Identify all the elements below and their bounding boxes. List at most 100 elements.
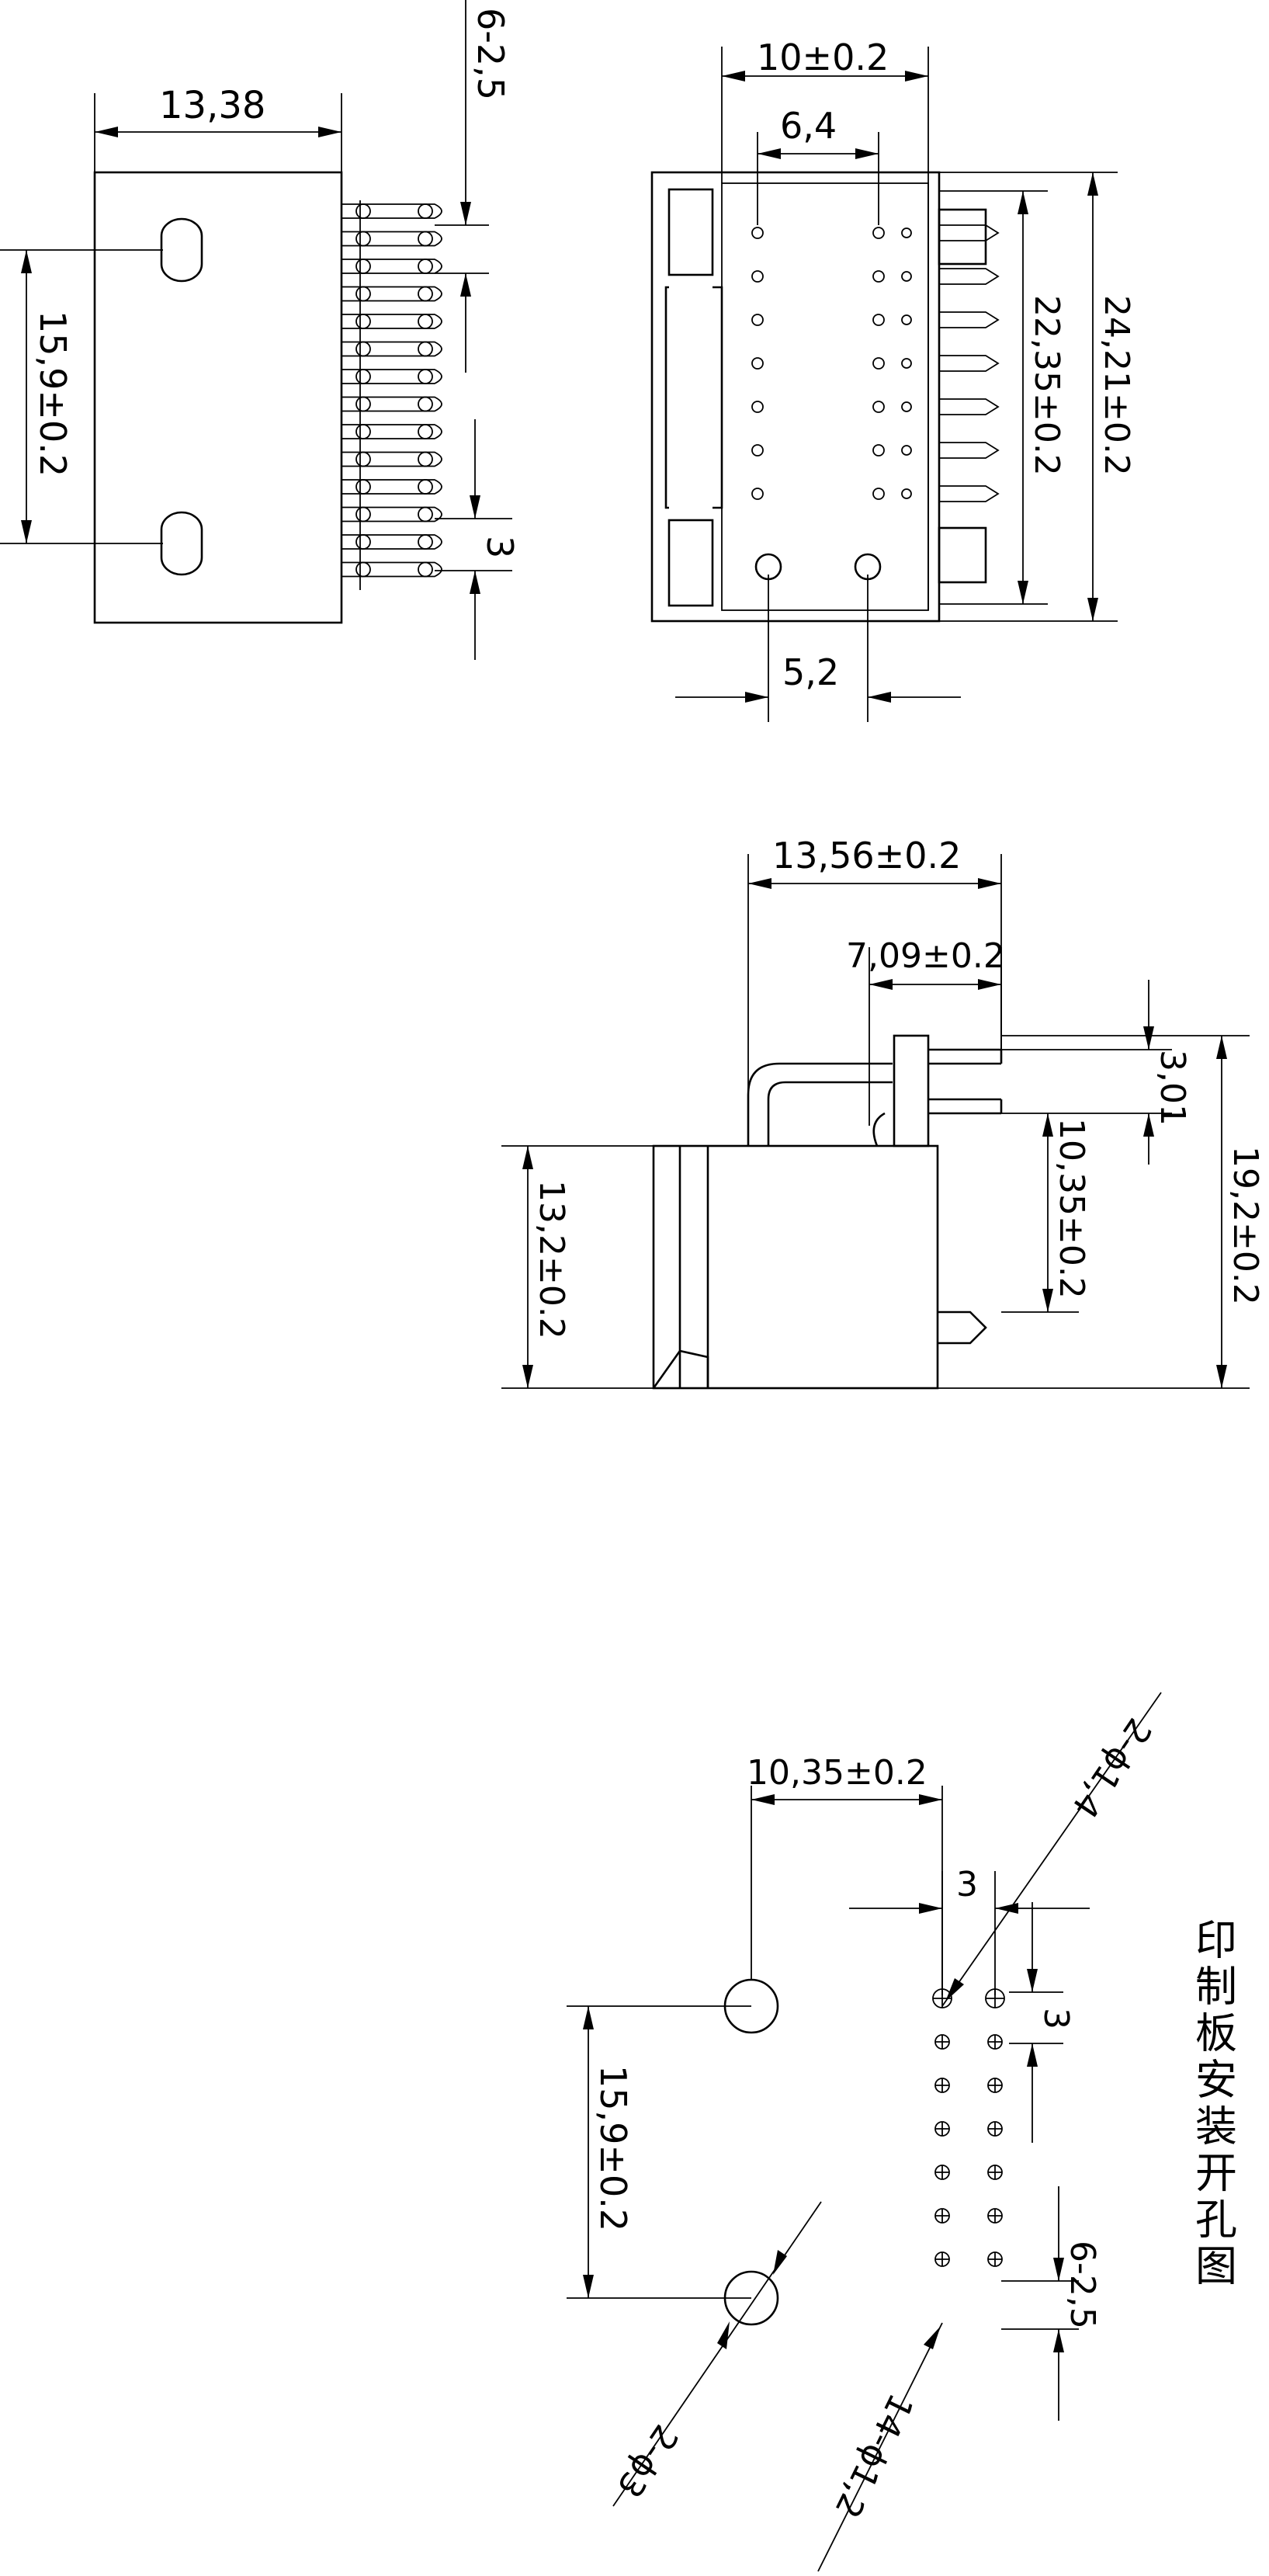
top-view-outer — [650, 171, 941, 623]
front-pin-dot — [355, 534, 371, 550]
top-side-pin — [939, 442, 1000, 459]
top-side-hole — [901, 227, 912, 238]
front-mount-boss-bottom — [160, 511, 203, 576]
front-pin — [342, 203, 442, 219]
top-pin-hole — [751, 357, 764, 370]
front-pin — [342, 369, 442, 384]
front-pin-dot — [418, 424, 433, 439]
top-side-pin — [939, 224, 1000, 241]
front-pin-dot — [418, 451, 433, 467]
top-side-hole — [901, 445, 912, 456]
top-side-pin — [939, 311, 1000, 328]
side-pin-housing — [893, 1034, 930, 1147]
top-pin-hole — [872, 401, 885, 413]
front-pins — [342, 203, 442, 578]
front-pin — [342, 424, 442, 439]
top-pin-hole — [751, 444, 764, 457]
side-view-body — [652, 1144, 939, 1390]
front-pin-dot — [418, 231, 433, 247]
top-pin-hole — [872, 357, 885, 370]
front-pin — [342, 451, 442, 467]
pcb-col-pitch-label: 3 — [956, 1865, 978, 1904]
top-pin-hole — [872, 444, 885, 457]
top-pin-hole — [751, 270, 764, 283]
front-view-body — [93, 171, 343, 624]
front-pin — [342, 341, 442, 357]
top-inner-height-label: 22,35±0.2 — [1027, 295, 1066, 476]
top-side-hole — [901, 314, 912, 325]
side-pin-height-label: 3,01 — [1153, 1050, 1192, 1126]
front-pin — [342, 396, 442, 412]
top-pin-hole — [872, 314, 885, 326]
front-pin-dot — [418, 286, 433, 302]
front-pin-dot — [418, 396, 433, 412]
front-pin — [342, 231, 442, 247]
front-pin-dot — [355, 341, 371, 357]
top-side-block-bottom — [938, 526, 987, 584]
top-inner-width-label: 6,4 — [780, 105, 837, 147]
top-side-hole — [901, 401, 912, 412]
top-side-pin — [939, 268, 1000, 285]
front-pin-dot — [418, 203, 433, 219]
front-pin — [342, 314, 442, 329]
pcb-pin-holes-label: 14-ϕ1,2 — [827, 2387, 921, 2524]
front-pin-dot — [355, 396, 371, 412]
top-view: 10±0.2 6,4 5,2 22,35±0.2 24,21±0.2 — [650, 36, 1136, 722]
front-pin-dot — [355, 561, 371, 578]
pcb-layout-title: 印制板安装开孔图 — [1188, 1918, 1237, 2290]
side-total-height-label: 19,2±0.2 — [1226, 1146, 1265, 1305]
front-pin-dot — [418, 479, 433, 495]
top-pin-hole — [751, 227, 764, 239]
top-side-pin — [939, 485, 1000, 502]
side-pin-length-label: 7,09±0.2 — [846, 936, 1005, 976]
top-latch-top — [667, 188, 714, 276]
pcb-pitch-label: 6-2,5 — [1063, 2241, 1102, 2329]
front-pin — [342, 534, 442, 550]
front-pin-dot — [355, 203, 371, 219]
front-pin-dot — [418, 561, 433, 578]
pcb-small-holes-label: 2-ϕ1,4 — [1064, 1711, 1159, 1825]
front-pin-dot — [418, 341, 433, 357]
front-pin — [342, 479, 442, 495]
top-pin-hole — [751, 488, 764, 500]
top-side-pin — [939, 398, 1000, 415]
side-overall-length-label: 13,56±0.2 — [772, 835, 961, 877]
pcb-row-pitch-label: 3 — [1036, 2008, 1076, 2029]
front-pin — [342, 561, 442, 578]
top-outer-height-label: 24,21±0.2 — [1097, 295, 1136, 476]
top-latch-bottom — [667, 519, 714, 607]
front-height-label: 15,9±0.2 — [32, 311, 74, 477]
side-view: 13,56±0.2 7,09±0.2 3,01 10,35±0.2 19,2±0… — [501, 835, 1265, 1390]
front-pin-dot — [355, 424, 371, 439]
front-width-label: 13,38 — [159, 84, 265, 127]
front-pin-dot — [355, 231, 371, 247]
top-pin-hole — [872, 270, 885, 283]
pcb-offset-label: 10,35±0.2 — [747, 1753, 927, 1793]
front-pin — [342, 286, 442, 302]
front-pin-dot — [418, 369, 433, 384]
front-pin — [342, 506, 442, 522]
side-body-offset-label: 10,35±0.2 — [1052, 1118, 1091, 1299]
front-view: 13,38 15,9±0.2 6-2,5 3 — [0, 0, 521, 660]
top-pin-hole — [872, 227, 885, 239]
front-mount-boss-top — [160, 217, 203, 283]
top-pin-hole — [751, 314, 764, 326]
front-pin-dot — [355, 259, 371, 274]
front-pin-dot — [418, 259, 433, 274]
front-pin-dot — [418, 506, 433, 522]
front-pin-dot — [355, 286, 371, 302]
top-bottom-spacing-label: 5,2 — [782, 651, 839, 693]
pcb-large-holes-label: 2-ϕ3 — [608, 2418, 685, 2505]
pcb-layout-view: 10,35±0.2 3 3 15,9±0.2 6-2,5 — [567, 1692, 1237, 2572]
top-side-pin — [939, 355, 1000, 372]
top-view-inner — [721, 182, 929, 611]
front-pin-dot — [355, 451, 371, 467]
front-pin-dot — [418, 534, 433, 550]
pcb-hole-spacing-label: 15,9±0.2 — [592, 2065, 634, 2231]
top-outer-width-label: 10±0.2 — [757, 36, 889, 78]
top-side-hole — [901, 488, 912, 499]
front-pin-dot — [355, 506, 371, 522]
front-pin-dot — [355, 314, 371, 329]
top-side-block-top — [938, 208, 987, 266]
